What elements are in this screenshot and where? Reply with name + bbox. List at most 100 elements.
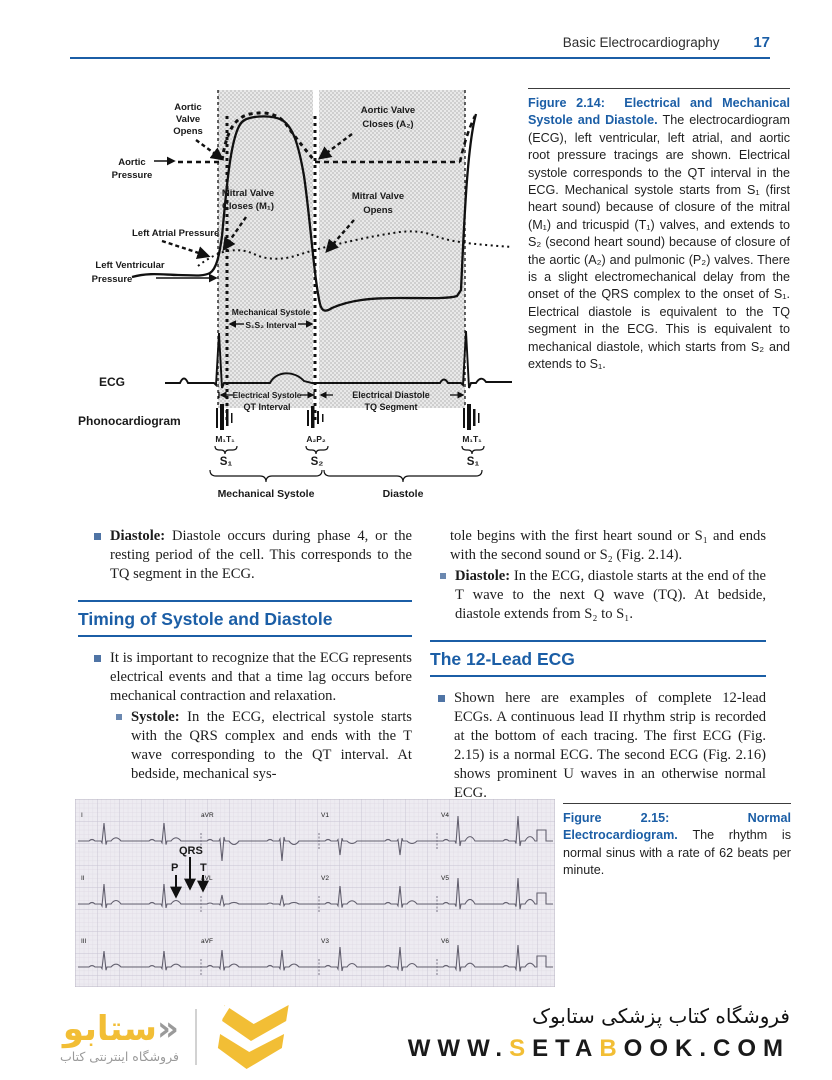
- logo-notch: [212, 1003, 232, 1029]
- sub-bullet-systole: Systole: In the ECG, electrical systole …: [78, 708, 412, 784]
- bullet-square-icon: [438, 695, 445, 702]
- logo-tagline: فروشگاه اینترنتی کتاب: [60, 1048, 179, 1064]
- logo-kaf-glyph: «: [156, 1008, 179, 1049]
- solid-pointer-arrows: [154, 156, 218, 283]
- page-number: 17: [753, 34, 770, 51]
- label-ecg: ECG: [99, 375, 125, 389]
- svg-text:II: II: [81, 875, 85, 882]
- svg-text:S₁: S₁: [220, 456, 233, 468]
- figure-2-14-title: Electrical and Mechanical Systole and Di…: [528, 96, 790, 128]
- bullet-square-icon: [94, 655, 101, 662]
- s-labels: S₁ S₂ S₁: [220, 456, 480, 468]
- ecg-grid-paper: [74, 798, 556, 988]
- label-tq-segment: TQ Segment: [364, 402, 417, 412]
- bullet-12-lead-examples-text: Shown here are examples of complete 12-l…: [454, 690, 766, 801]
- svg-text:M₁T₁: M₁T₁: [462, 434, 482, 444]
- svg-text:S₂: S₂: [311, 456, 324, 468]
- svg-text:Pressure: Pressure: [112, 170, 153, 181]
- label-electrical-systole: Electrical Systole: [233, 390, 302, 400]
- page-header: Basic Electrocardiography 17: [70, 34, 770, 51]
- bullet-square-icon: [94, 533, 101, 540]
- logo-divider: [194, 1009, 197, 1065]
- svg-text:V2: V2: [321, 875, 329, 882]
- systole-diastole-shaded-bands: [218, 90, 465, 408]
- heading-timing-systole-diastole: Timing of Systole and Diastole: [78, 600, 412, 637]
- mechanical-systole-interval: Mechanical Systole S₁S₂ Interval: [228, 307, 314, 330]
- label-electrical-diastole: Electrical Diastole: [352, 390, 430, 400]
- svg-text:Closes (A₂): Closes (A₂): [362, 119, 413, 130]
- lv-pressure-curve: [131, 113, 478, 312]
- left-column: Diastole: Diastole occurs during phase 4…: [78, 527, 412, 786]
- label-diastole: Diastole: [383, 488, 424, 500]
- svg-text:I: I: [81, 812, 83, 819]
- bullet-diastole-text: Diastole: Diastole occurs during phase 4…: [110, 528, 412, 582]
- aortic-pressure-curve: [178, 115, 477, 164]
- svg-text:aVR: aVR: [201, 812, 214, 819]
- label-qt-interval: QT Interval: [243, 402, 290, 412]
- label-aortic-valve-closes: Aortic Valve: [361, 105, 415, 116]
- svg-text:aVF: aVF: [201, 938, 213, 945]
- setabook-logo: «ستابو فروشگاه اینترنتی کتاب: [60, 1003, 291, 1071]
- publisher-footer: «ستابو فروشگاه اینترنتی کتاب فروشگاه کتا…: [0, 995, 832, 1080]
- svg-text:V4: V4: [441, 812, 449, 819]
- sub-bullet-square-icon: [440, 573, 446, 579]
- logo-wordmark: «ستابو: [62, 1008, 179, 1049]
- systole-continuation-text: tole begins with the first heart sound o…: [450, 528, 766, 563]
- label-mechanical-systole: Mechanical Systole: [218, 488, 315, 500]
- sub-bullet-systole-text: Systole: In the ECG, electrical systole …: [131, 709, 412, 782]
- svg-text:Closes (M₁): Closes (M₁): [222, 201, 274, 212]
- svg-text:V5: V5: [441, 875, 449, 882]
- header-rule: [70, 57, 770, 59]
- bullet-ecg-represents-text: It is important to recognize that the EC…: [110, 650, 412, 704]
- phono-sound-bars: [216, 404, 480, 430]
- bullet-diastole: Diastole: Diastole occurs during phase 4…: [78, 527, 412, 584]
- label-aortic-valve-opens: Aortic: [174, 102, 201, 113]
- footer-url[interactable]: WWW.SETABOOK.COM: [408, 1035, 790, 1063]
- label-qrs: QRS: [179, 845, 203, 857]
- svg-text:III: III: [81, 938, 87, 945]
- footer-url-segment: OOK.COM: [623, 1035, 790, 1062]
- svg-text:Pressure: Pressure: [92, 274, 133, 285]
- figure-2-14-caption-body: The electrocardiogram (ECG), left ventri…: [528, 113, 790, 372]
- label-phonocardiogram: Phonocardiogram: [78, 414, 181, 428]
- heart-sound-braces: [209, 445, 485, 483]
- svg-text:A₂P₂: A₂P₂: [306, 434, 326, 444]
- figure-2-15-title: Normal Electrocardiogram.: [563, 811, 791, 843]
- svg-text:Valve: Valve: [176, 114, 200, 125]
- ecg-traces: [78, 815, 553, 975]
- sub-bullet-diastole: Diastole: In the ECG, diastole starts at…: [430, 567, 766, 624]
- svg-text:S₁: S₁: [467, 456, 480, 468]
- label-aortic-pressure: Aortic: [118, 157, 145, 168]
- curve-labels: Aortic Valve Opens Aortic Pressure Mitra…: [92, 102, 416, 285]
- right-column: tole begins with the first heart sound o…: [430, 527, 766, 805]
- logo-wordmark-stack: «ستابو فروشگاه اینترنتی کتاب: [60, 1011, 179, 1064]
- svg-text:Opens: Opens: [363, 205, 393, 216]
- label-mitral-valve-closes: Mitral Valve: [222, 188, 274, 199]
- sub-bullet-square-icon: [116, 714, 122, 720]
- svg-text:V3: V3: [321, 938, 329, 945]
- sub-bullet-diastole-text: Diastole: In the ECG, diastole starts at…: [455, 568, 766, 622]
- figure-2-14-caption: Figure 2.14: Electrical and Mechanical S…: [528, 88, 790, 374]
- phono-sound-marker-labels: M₁T₁ A₂P₂ M₁T₁: [215, 434, 482, 444]
- figure-2-14-diagram: Aortic Valve Opens Aortic Pressure Mitra…: [70, 86, 522, 508]
- svg-text:Mechanical Systole: Mechanical Systole: [232, 307, 311, 317]
- hemodynamics-diagram: Aortic Valve Opens Aortic Pressure Mitra…: [78, 90, 513, 500]
- footer-url-segment: ETA: [532, 1035, 600, 1062]
- header-title: Basic Electrocardiography: [562, 35, 720, 50]
- figure-2-15-caption-body: The rhythm is normal sinus with a rate o…: [563, 828, 791, 878]
- bullet-12-lead-examples: Shown here are examples of complete 12-l…: [430, 689, 766, 803]
- footer-url-segment: S: [509, 1035, 533, 1062]
- label-p: P: [171, 862, 178, 874]
- svg-text:Opens: Opens: [173, 126, 203, 137]
- label-left-ventricular-pressure: Left Ventricular: [95, 260, 164, 271]
- bullet-ecg-represents: It is important to recognize that the EC…: [78, 649, 412, 706]
- figure-2-15-label: Figure 2.15:: [563, 811, 670, 825]
- chevron-logo-icon: [212, 1003, 289, 1069]
- footer-text-block: فروشگاه کتاب پزشکی ستابوک WWW.SETABOOK.C…: [408, 1001, 790, 1063]
- figure-2-14-label: Figure 2.14:: [528, 96, 605, 110]
- footer-url-segment: WWW.: [407, 1035, 510, 1062]
